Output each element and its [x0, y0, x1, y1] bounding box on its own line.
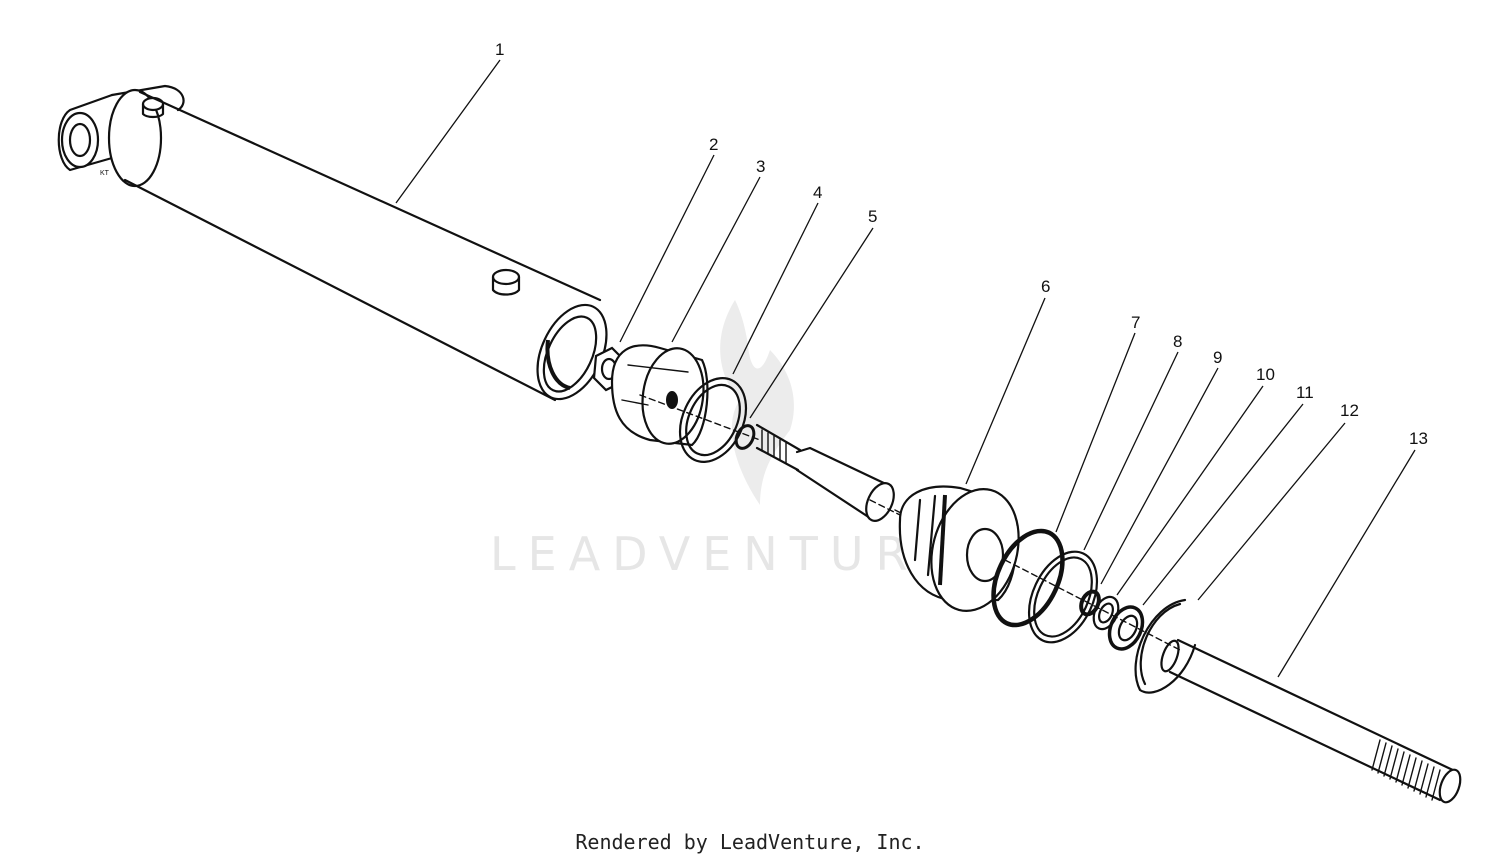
threaded-rod-stub [755, 423, 906, 522]
callout-12: 12 [1340, 401, 1359, 420]
callout-4: 4 [813, 183, 822, 202]
watermark-flame-logo [720, 300, 794, 505]
part-12-snap-ring [1134, 598, 1197, 694]
part-11-wiper [1107, 605, 1145, 651]
callout-7: 7 [1131, 313, 1140, 332]
callout-10: 10 [1256, 365, 1275, 384]
callout-1: 1 [495, 40, 504, 59]
part-1-cylinder-barrel: KT [57, 84, 608, 402]
callout-8: 8 [1173, 332, 1182, 351]
callout-6: 6 [1041, 277, 1050, 296]
part-7-ring [991, 528, 1065, 628]
callout-3: 3 [756, 157, 765, 176]
callout-13: 13 [1409, 429, 1428, 448]
callout-9: 9 [1213, 348, 1222, 367]
part-3-piston [610, 344, 709, 447]
leader-lines [395, 59, 1416, 678]
stamp-text: KT [100, 170, 110, 177]
render-credit: Rendered by LeadVenture, Inc. [575, 830, 925, 854]
callout-2: 2 [709, 135, 718, 154]
part-8-washer [1027, 550, 1099, 644]
watermark-text: LEADVENTURE [490, 527, 961, 581]
watermark: LEADVENTURE [490, 300, 961, 581]
assembly-axis-line [639, 394, 1181, 651]
callout-11: 11 [1296, 383, 1314, 402]
part-5-small-o-ring [734, 424, 756, 450]
part-13-piston-rod [1160, 638, 1462, 804]
callout-labels: 1 2 3 4 5 6 7 8 9 10 11 12 13 [495, 40, 1428, 448]
callout-5: 5 [868, 207, 877, 226]
